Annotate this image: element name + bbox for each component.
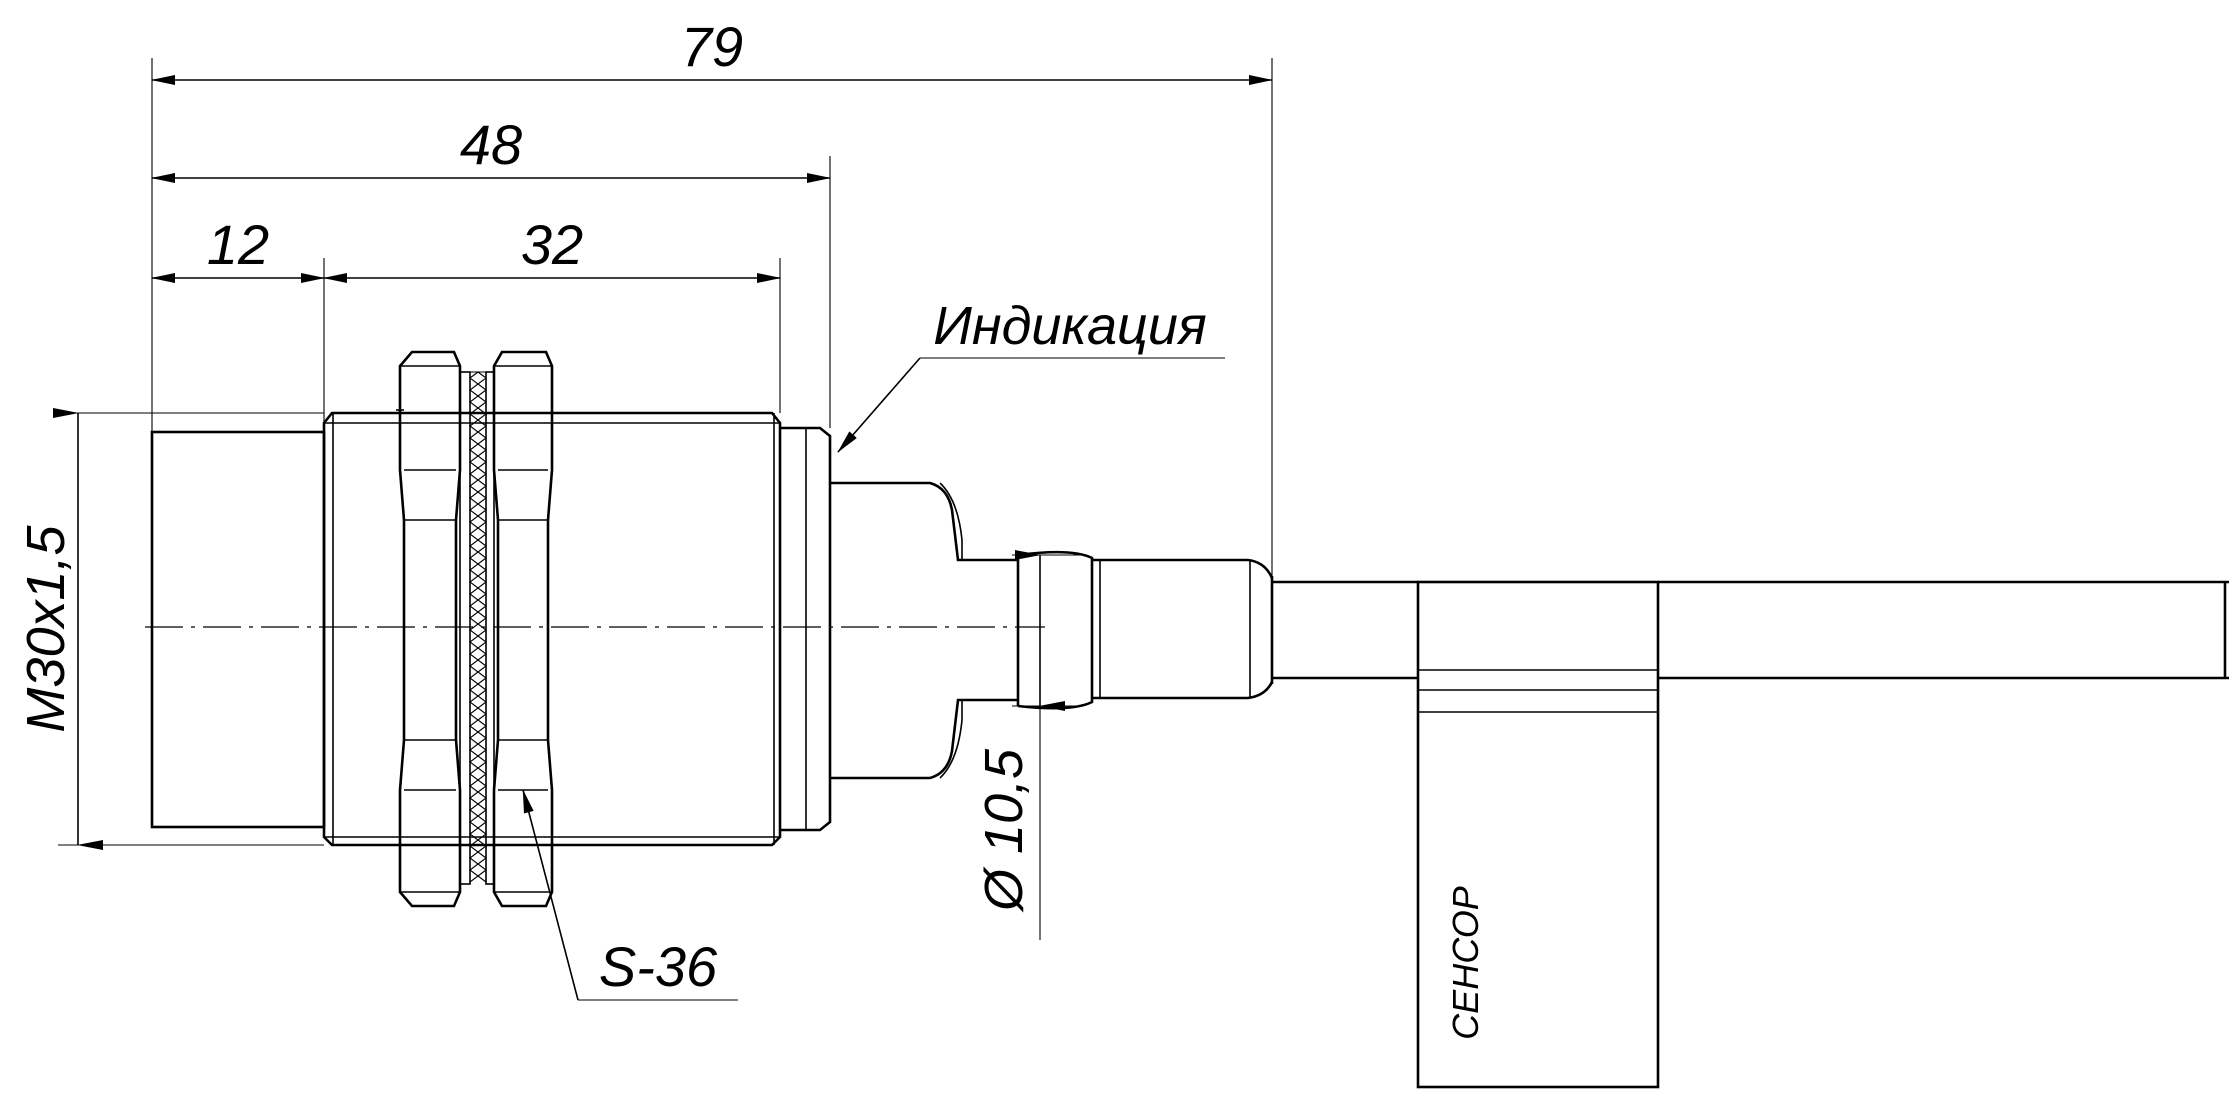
dim-overall-length: 79 [681, 15, 743, 78]
sensor-housing [150, 411, 832, 847]
extension-lines [58, 58, 1273, 846]
dim-housing-length: 48 [460, 113, 522, 176]
dim-cable-diameter: Ø 10,5 [974, 748, 1034, 913]
lock-nut-left [396, 350, 462, 908]
lock-nut-right [492, 350, 554, 908]
toothed-washer [459, 371, 495, 885]
dim-unthreaded-length: 12 [207, 213, 269, 276]
label-tag [1416, 580, 1660, 1089]
dim-thread-spec: M30x1,5 [16, 524, 76, 732]
nut-size-leader [522, 789, 738, 1001]
cable-gland [830, 481, 1274, 780]
cable [1272, 580, 2229, 680]
callout-nut-size: S-36 [599, 935, 718, 998]
callout-indication: Индикация [933, 296, 1207, 356]
label-tag-brand: СЕНСОР [1445, 886, 1486, 1040]
indication-leader [837, 357, 1225, 453]
dim-thread-length: 32 [521, 213, 583, 276]
